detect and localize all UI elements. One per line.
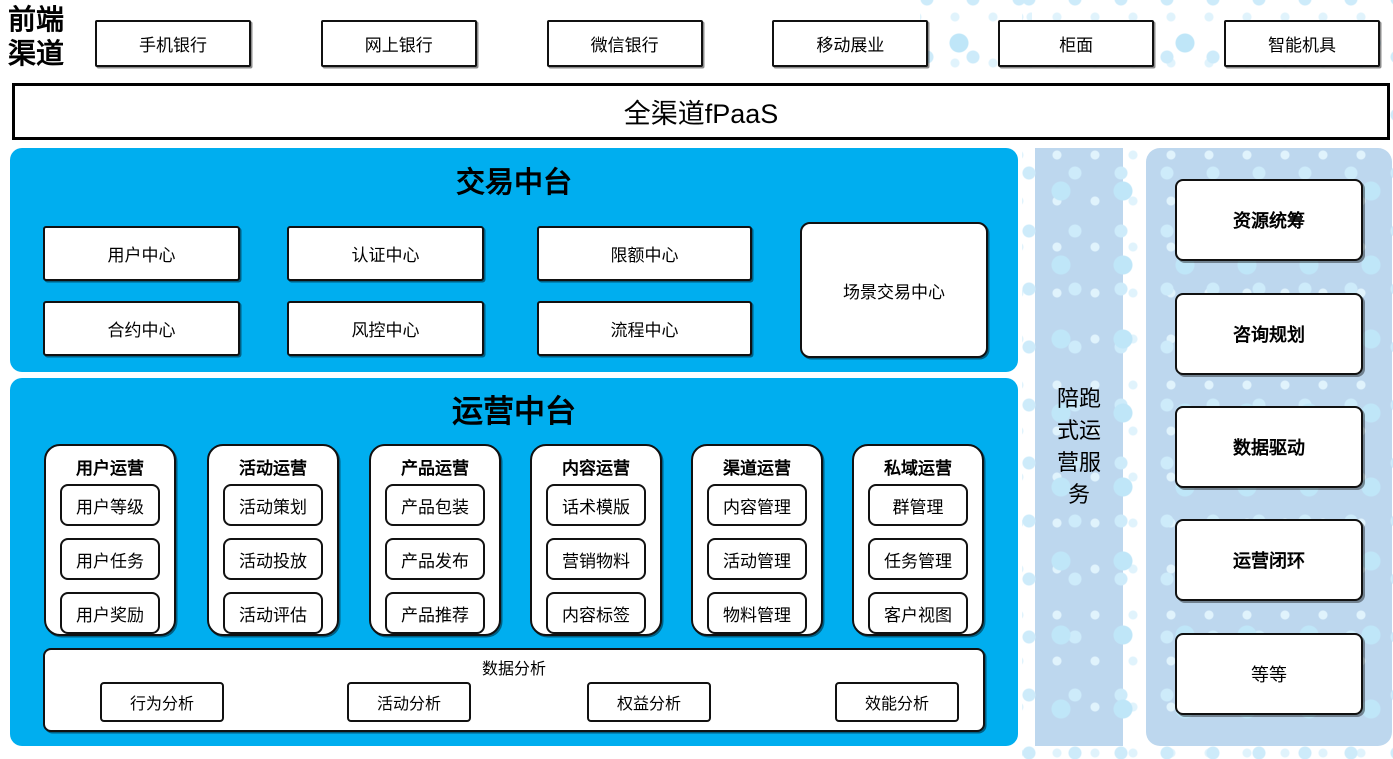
side-strip-label: 陪跑式运营服务 [1056,386,1101,507]
ops-col-user: 用户运营 用户等级 用户任务 用户奖励 [44,444,176,636]
ops-item: 客户视图 [868,592,968,634]
ops-col-content: 内容运营 话术模版 营销物料 内容标签 [530,444,662,636]
ops-item: 内容管理 [707,484,807,526]
trade-platform-title: 交易中台 [455,167,572,199]
box-risk-center: 风控中心 [287,301,484,356]
channel-counter: 柜面 [998,20,1155,67]
box-user-center: 用户中心 [43,226,240,281]
ops-item: 话术模版 [546,484,646,526]
channel-mobile-marketing: 移动展业 [772,20,929,67]
ops-col-header: 渠道运营 [723,459,791,478]
ops-col-private-domain: 私域运营 群管理 任务管理 客户视图 [852,444,984,636]
ops-col-header: 产品运营 [401,459,469,478]
ops-col-header: 活动运营 [239,459,307,478]
ops-col-header: 私域运营 [884,459,952,478]
ops-item: 活动评估 [223,592,323,634]
channel-online-banking: 网上银行 [320,20,477,67]
ops-item: 营销物料 [546,538,646,580]
ops-item: 物料管理 [707,592,807,634]
channel-wechat-banking: 微信银行 [546,20,703,67]
box-scenario-trade-center: 场景交易中心 [800,222,988,358]
analysis-item-behavior: 行为分析 [100,682,224,722]
box-limit-center: 限额中心 [537,226,752,281]
ops-item: 产品推荐 [385,592,485,634]
right-box-data-driven: 数据驱动 [1175,405,1363,488]
ops-item: 产品发布 [385,538,485,580]
ops-item: 内容标签 [546,592,646,634]
ops-item: 活动投放 [223,538,323,580]
analysis-item-rights: 权益分析 [587,682,711,722]
channel-mobile-banking: 手机银行 [95,20,251,67]
side-strip: 陪跑式运营服务 [1035,148,1123,746]
operations-platform-title: 运营中台 [452,394,576,429]
ops-item: 用户任务 [60,538,160,580]
right-box-resource: 资源统筹 [1175,179,1363,262]
trade-platform-panel: 交易中台 用户中心 认证中心 限额中心 合约中心 风控中心 流程中心 场景交易中… [10,148,1018,372]
ops-item: 活动管理 [707,538,807,580]
right-box-operation-loop: 运营闭环 [1175,519,1363,602]
right-box-etc: 等等 [1175,632,1363,715]
ops-col-activity: 活动运营 活动策划 活动投放 活动评估 [207,444,339,636]
analysis-panel: 数据分析 行为分析 活动分析 权益分析 效能分析 [43,648,985,732]
ops-item: 群管理 [868,484,968,526]
right-panel: 资源统筹 咨询规划 数据驱动 运营闭环 等等 [1146,148,1392,746]
front-channels-row: 手机银行 网上银行 微信银行 移动展业 柜面 智能机具 [95,20,1380,67]
front-channels-label: 前端渠道 [8,5,65,71]
ops-item: 产品包装 [385,484,485,526]
right-box-consulting: 咨询规划 [1175,292,1363,375]
ops-col-channel: 渠道运营 内容管理 活动管理 物料管理 [691,444,823,636]
ops-item: 任务管理 [868,538,968,580]
ops-col-product: 产品运营 产品包装 产品发布 产品推荐 [369,444,501,636]
fpaas-bar: 全渠道fPaaS [12,83,1390,140]
analysis-item-efficiency: 效能分析 [835,682,959,722]
ops-col-header: 用户运营 [76,459,144,478]
ops-item: 活动策划 [223,484,323,526]
box-process-center: 流程中心 [537,301,752,356]
analysis-item-activity: 活动分析 [347,682,471,722]
ops-col-header: 内容运营 [562,459,630,478]
box-auth-center: 认证中心 [287,226,484,281]
box-contract-center: 合约中心 [43,301,240,356]
channel-smart-machine: 智能机具 [1223,20,1380,67]
analysis-title: 数据分析 [481,661,546,678]
operations-platform-panel: 运营中台 用户运营 用户等级 用户任务 用户奖励 活动运营 活动策划 活动投放 … [10,378,1018,746]
ops-item: 用户奖励 [60,592,160,634]
ops-item: 用户等级 [60,484,160,526]
